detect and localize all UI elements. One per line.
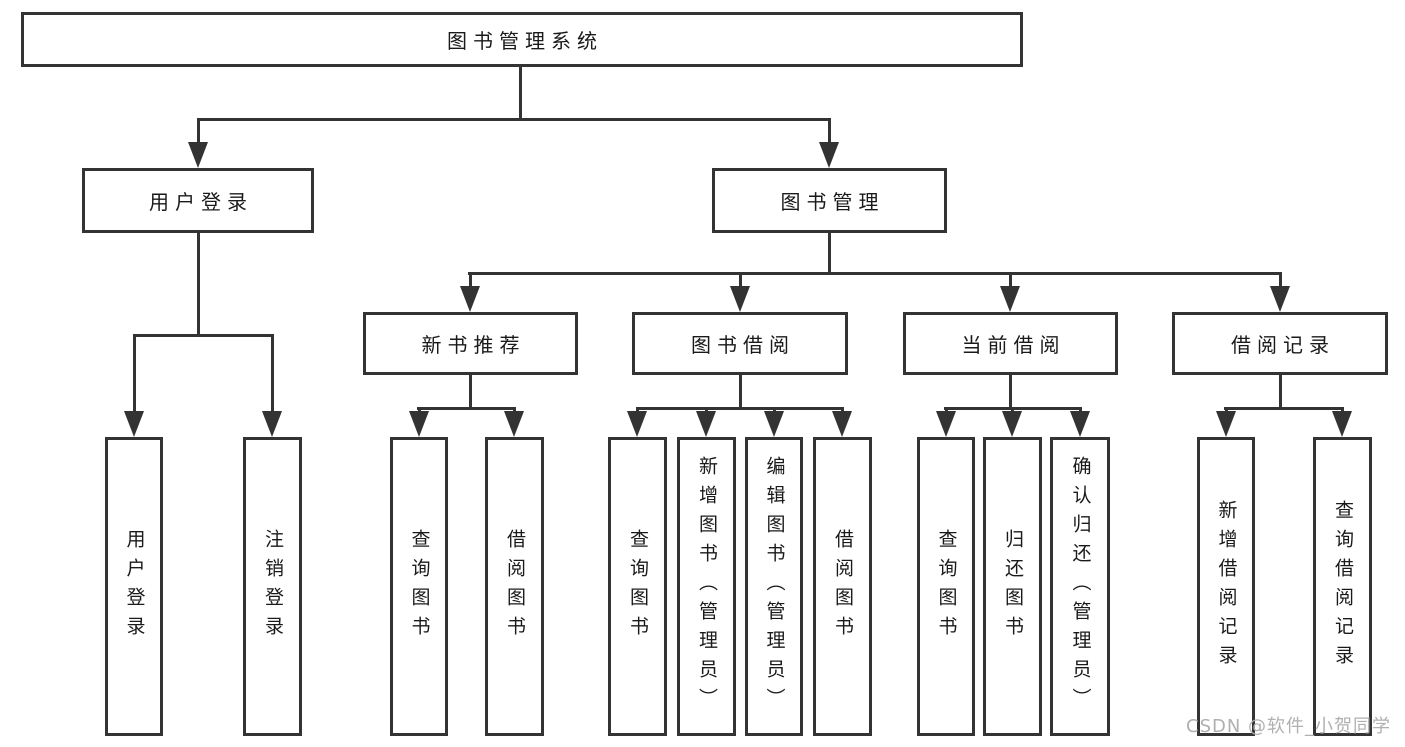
node-new-book-recommend-label: 新书推荐 xyxy=(421,333,526,357)
arrow-down-icon xyxy=(1270,286,1290,312)
node-root-label: 图书管理系统 xyxy=(447,29,603,53)
connector-line xyxy=(133,334,136,414)
arrow-down-icon xyxy=(1002,411,1022,437)
node-user-login: 用户登录 xyxy=(82,168,314,233)
arrow-down-icon xyxy=(1000,286,1020,312)
node-borrow-record: 借阅记录 xyxy=(1172,312,1388,375)
connector-line xyxy=(1009,272,1012,290)
arrow-down-icon xyxy=(504,411,524,437)
arrow-down-icon xyxy=(730,286,750,312)
arrow-down-icon xyxy=(936,411,956,437)
connector-line xyxy=(133,334,274,337)
leaf-return-book: 归还图书 xyxy=(983,437,1042,736)
connector-line xyxy=(828,118,831,144)
arrow-down-icon xyxy=(262,411,282,437)
leaf-user-login: 用户登录 xyxy=(105,437,163,736)
node-current-borrow: 当前借阅 xyxy=(903,312,1118,375)
arrow-down-icon xyxy=(1070,411,1090,437)
arrow-down-icon xyxy=(409,411,429,437)
arrow-down-icon xyxy=(1216,411,1236,437)
node-borrow-record-label: 借阅记录 xyxy=(1231,333,1335,357)
leaf-query-books-borrow: 查询图书 xyxy=(608,437,667,736)
arrow-down-icon xyxy=(124,411,144,437)
arrow-down-icon xyxy=(819,142,839,168)
arrow-down-icon xyxy=(696,411,716,437)
connector-line xyxy=(197,231,200,336)
node-user-login-label: 用户登录 xyxy=(149,190,253,214)
node-book-borrow: 图书借阅 xyxy=(632,312,848,375)
leaf-query-books-current: 查询图书 xyxy=(917,437,975,736)
connector-line xyxy=(636,407,844,410)
leaf-query-borrow-record: 查询借阅记录 xyxy=(1313,437,1372,736)
node-book-management-label: 图书管理 xyxy=(780,190,885,214)
connector-line xyxy=(197,118,831,121)
leaf-add-book-admin: 新增图书（管理员） xyxy=(677,437,736,736)
connector-line xyxy=(1009,373,1012,410)
watermark: CSDN @软件_小贺同学 xyxy=(1186,716,1392,737)
node-book-borrow-label: 图书借阅 xyxy=(691,333,795,357)
arrow-down-icon xyxy=(188,142,208,168)
arrow-down-icon xyxy=(460,286,480,312)
connector-line xyxy=(417,407,516,410)
connector-line xyxy=(1279,272,1282,290)
leaf-edit-book-admin: 编辑图书（管理员） xyxy=(745,437,803,736)
node-current-borrow-label: 当前借阅 xyxy=(961,333,1066,357)
connector-line xyxy=(519,66,522,121)
connector-line xyxy=(1224,407,1344,410)
arrow-down-icon xyxy=(764,411,784,437)
leaf-query-books-recommend: 查询图书 xyxy=(390,437,448,736)
leaf-borrow-books-borrow: 借阅图书 xyxy=(813,437,872,736)
arrow-down-icon xyxy=(627,411,647,437)
leaf-confirm-return-admin: 确认归还（管理员） xyxy=(1050,437,1110,736)
node-new-book-recommend: 新书推荐 xyxy=(363,312,578,375)
connector-line xyxy=(469,272,472,290)
connector-line xyxy=(1279,373,1282,410)
node-book-management: 图书管理 xyxy=(712,168,947,233)
connector-line xyxy=(739,272,742,290)
leaf-borrow-books-recommend: 借阅图书 xyxy=(485,437,544,736)
arrow-down-icon xyxy=(1332,411,1352,437)
leaf-logout: 注销登录 xyxy=(243,437,302,736)
connector-line xyxy=(739,373,742,410)
connector-line xyxy=(271,334,274,414)
connector-line xyxy=(469,373,472,410)
node-root: 图书管理系统 xyxy=(21,12,1023,67)
connector-line xyxy=(468,272,1282,275)
arrow-down-icon xyxy=(832,411,852,437)
connector-line xyxy=(828,231,831,275)
leaf-add-borrow-record: 新增借阅记录 xyxy=(1197,437,1255,736)
connector-line xyxy=(197,118,200,144)
